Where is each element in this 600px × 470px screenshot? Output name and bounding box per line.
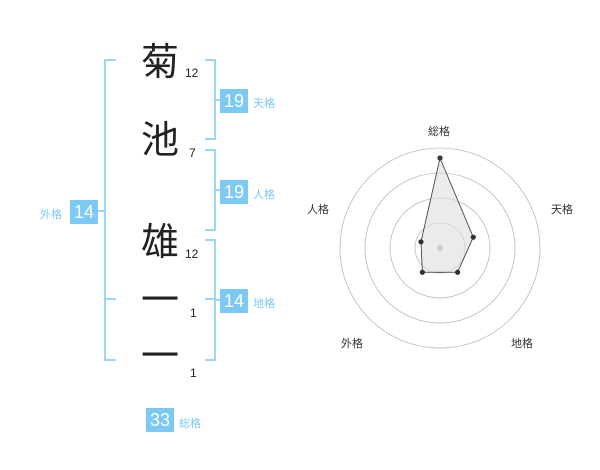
name-char-4: 一	[141, 278, 180, 322]
name-char-3: 雄	[141, 220, 180, 264]
name-char-2: 池	[141, 118, 180, 162]
radar-point-5	[418, 239, 424, 245]
radar-polygon	[420, 156, 474, 273]
soukaku-badge: 33	[146, 408, 174, 432]
tenkaku-badge: 19	[220, 89, 248, 113]
gaikaku-label: 外格	[40, 208, 62, 221]
radar-label-gaikaku: 外格	[341, 337, 363, 350]
stroke-count-3: 12	[185, 247, 199, 261]
chikaku-label: 地格	[253, 297, 275, 310]
stroke-count-5: 1	[190, 366, 197, 380]
radar-label-soukaku: 総格	[428, 125, 450, 138]
tenkaku-label: 天格	[253, 97, 275, 110]
radar-point-2	[470, 234, 476, 240]
jinkaku-badge: 19	[220, 180, 248, 204]
chikaku-badge: 14	[220, 289, 248, 313]
radar-point-3	[455, 269, 461, 275]
radar-center	[437, 245, 443, 251]
radar-label-chikaku: 地格	[511, 337, 533, 350]
radar-ring-4	[339, 147, 541, 349]
jinkaku-label: 人格	[253, 188, 275, 201]
stroke-count-1: 12	[185, 66, 199, 80]
name-char-5: 一	[141, 334, 180, 378]
name-char-1: 菊	[141, 40, 180, 84]
radar-point-4	[419, 269, 425, 275]
stroke-count-2: 7	[189, 146, 196, 160]
radar-label-jinkaku: 人格	[307, 203, 329, 216]
soukaku-label: 総格	[179, 417, 201, 430]
radar-label-tenkaku: 天格	[551, 203, 573, 216]
gaikaku-badge: 14	[70, 200, 98, 224]
stroke-count-4: 1	[190, 306, 197, 320]
radar-point-1	[437, 155, 443, 161]
